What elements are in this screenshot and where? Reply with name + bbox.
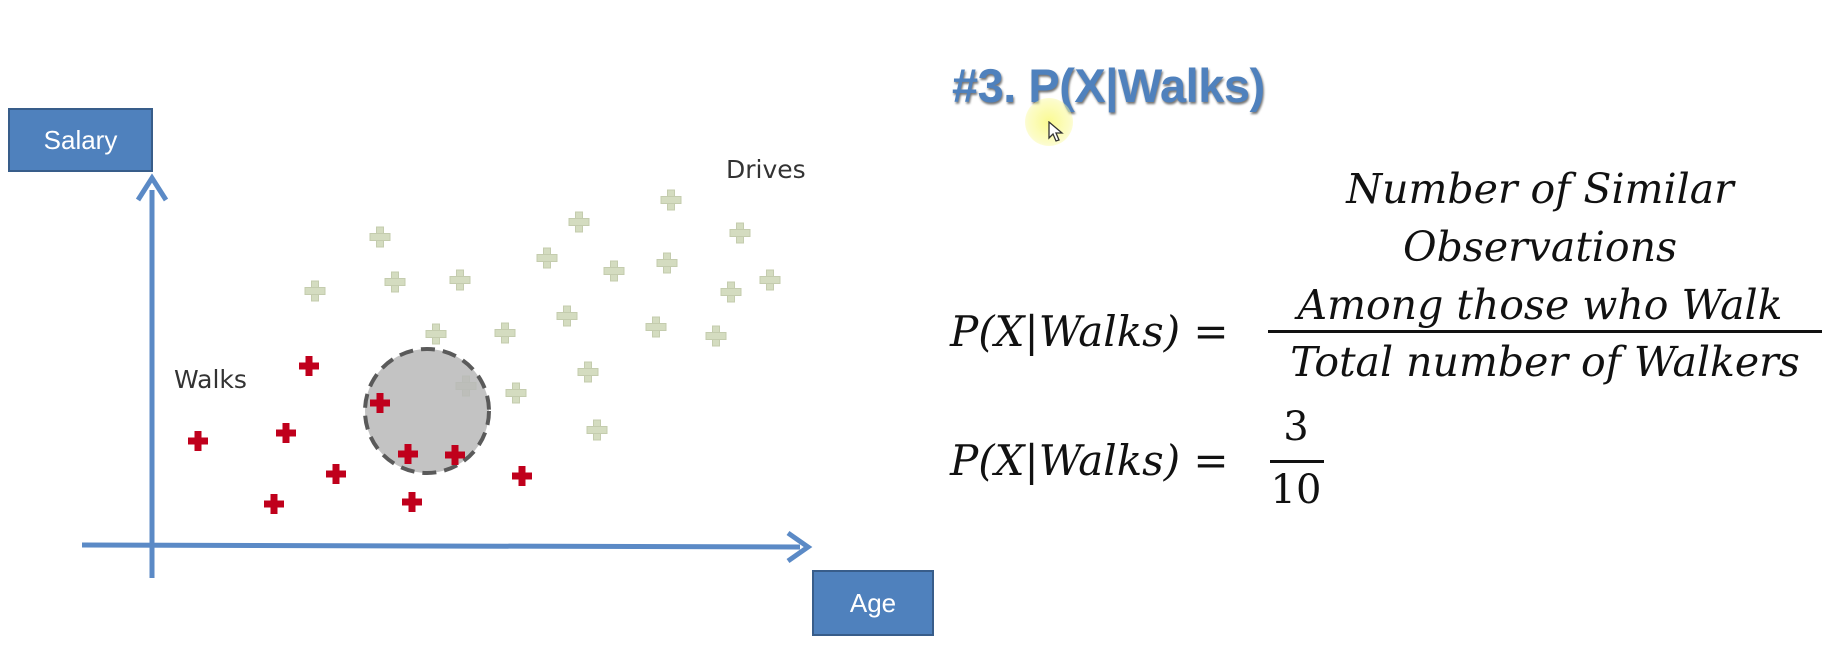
x-axis-arrowhead	[786, 530, 813, 564]
drives-point	[720, 281, 742, 303]
walks-point	[299, 356, 319, 376]
drives-point	[603, 260, 625, 282]
drives-point	[536, 247, 558, 269]
walks-point	[512, 466, 532, 486]
formula-numerator: Number of Similar Observations Among tho…	[1260, 160, 1820, 334]
drives-point	[645, 316, 667, 338]
result-fraction-bar	[1270, 460, 1324, 463]
drives-point	[369, 226, 391, 248]
drives-point	[759, 269, 781, 291]
result-numerator: 3	[1283, 404, 1309, 450]
drives-point	[577, 361, 599, 383]
y-axis-arrowhead	[135, 173, 169, 202]
formula-lhs: P(X|Walks) =	[950, 307, 1229, 356]
drives-point	[556, 305, 578, 327]
age-axis-label: Age	[812, 570, 934, 636]
numerator-line-3: Among those who Walk	[1297, 281, 1783, 329]
drives-point	[425, 323, 447, 345]
drives-point	[656, 252, 678, 274]
scatter-diagram	[81, 173, 813, 578]
drives-point	[586, 419, 608, 441]
formula-denominator: Total number of Walkers	[1290, 338, 1800, 386]
drives-point	[304, 280, 326, 302]
drives-point	[494, 322, 516, 344]
neighborhood-circle	[363, 347, 491, 475]
formula-fraction-bar	[1268, 330, 1822, 333]
drives-point	[660, 189, 682, 211]
walks-group-label: Walks	[174, 365, 247, 394]
numerator-line-2: Observations	[1402, 223, 1678, 271]
drives-point	[729, 222, 751, 244]
walks-point	[188, 431, 208, 451]
drives-point	[505, 382, 527, 404]
walks-point	[402, 492, 422, 512]
drives-point	[568, 211, 590, 233]
walks-point	[326, 464, 346, 484]
mouse-pointer-icon	[1048, 121, 1064, 142]
slide-title: #3. P(X|Walks)	[952, 59, 1265, 112]
drives-point	[705, 325, 727, 347]
drives-group-label: Drives	[726, 155, 806, 184]
drives-point	[449, 269, 471, 291]
numerator-line-1: Number of Similar	[1346, 165, 1734, 213]
walks-point	[264, 494, 284, 514]
drives-point	[384, 271, 406, 293]
result-denominator: 10	[1270, 467, 1322, 513]
result-lhs: P(X|Walks) =	[950, 436, 1229, 485]
salary-axis-label: Salary	[8, 108, 153, 172]
walks-point	[276, 423, 296, 443]
cursor-highlight	[1025, 98, 1073, 146]
x-axis	[81, 542, 801, 550]
